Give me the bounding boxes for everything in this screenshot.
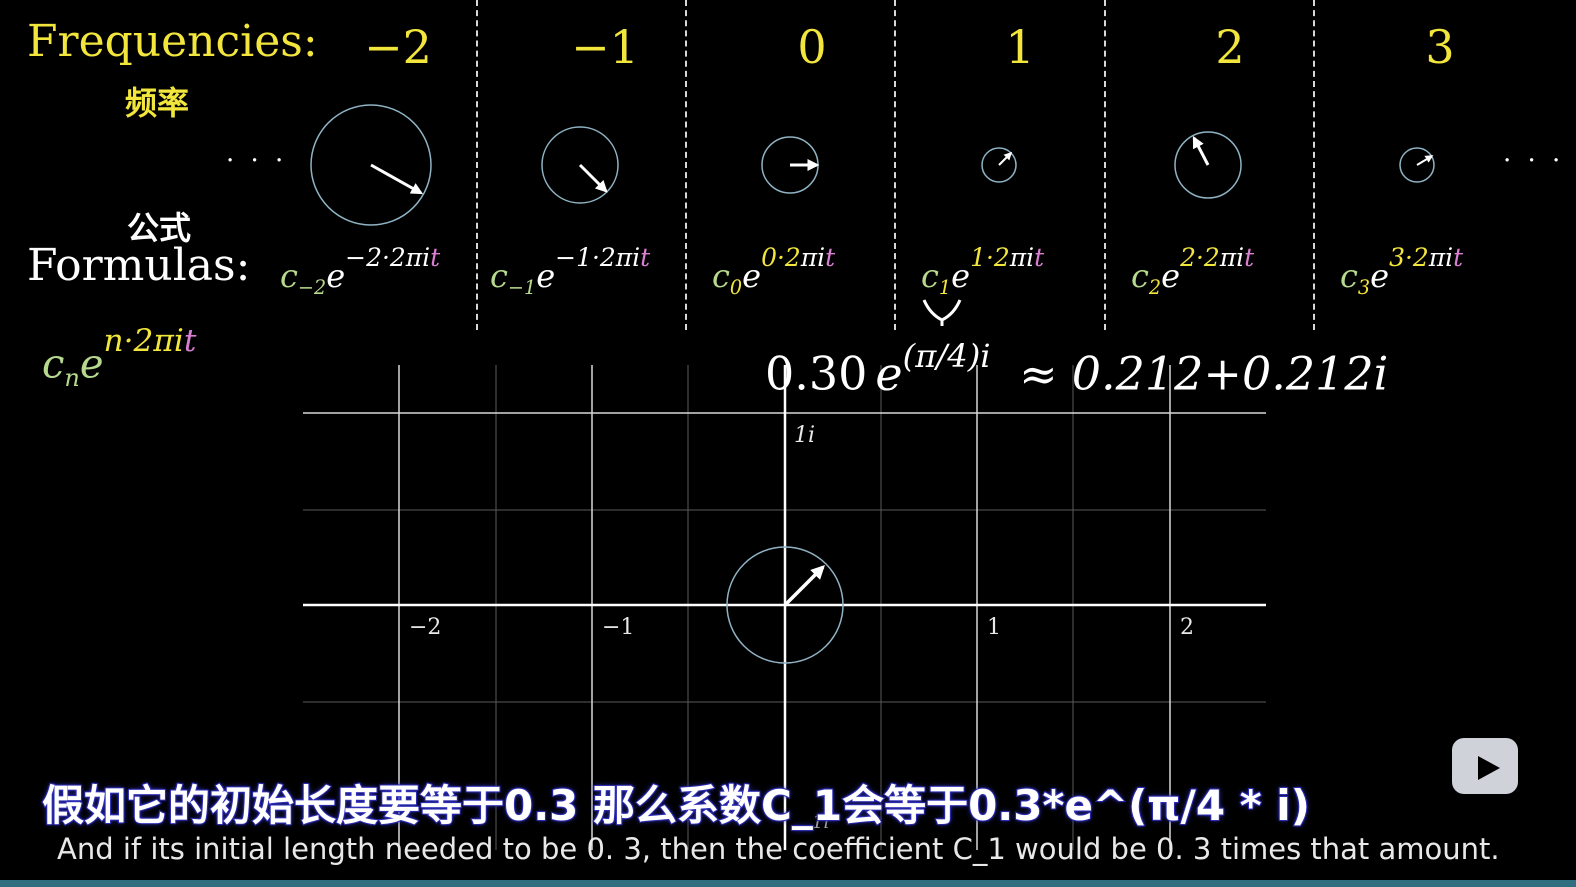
formula-neg2: c−2e−2·2πit [280, 243, 441, 299]
circle-freq-2 [1174, 131, 1242, 199]
circle-freq-neg1 [541, 126, 619, 204]
frequency-neg1: −1 [571, 20, 639, 74]
c1-vector-arrow-icon [783, 565, 825, 607]
tick-1i: 1i [794, 423, 816, 448]
play-icon [1463, 739, 1507, 780]
frequency-1: 1 [1005, 20, 1035, 74]
tick-2: 2 [1180, 615, 1194, 640]
formulas-zh-label: 公式 [127, 209, 192, 247]
formula-2: c2e2·2πit [1131, 243, 1255, 299]
column-divider [1104, 0, 1106, 330]
formula-1: c1e1·2πit [921, 243, 1045, 299]
bilibili-play-button[interactable] [1452, 738, 1518, 794]
general-formula: cnen·2πit [42, 323, 197, 392]
frequency-neg2: −2 [364, 20, 432, 74]
progress-strip [0, 880, 1576, 887]
circle-freq-1 [981, 147, 1017, 183]
subtitle-zh: 假如它的初始长度要等于0.3 那么系数C_1会等于0.3*e^(π/4 * i) [41, 780, 1311, 831]
circle-freq-0 [761, 136, 820, 194]
right-ellipsis: · · · [1503, 146, 1565, 176]
plane-major-grid [303, 365, 1266, 850]
frequencies-label: Frequencies: [27, 16, 318, 67]
subtitle-en: And if its initial length needed to be 0… [57, 832, 1500, 866]
circle-freq-neg2 [310, 104, 432, 226]
arrow-icon [370, 163, 424, 195]
tick-neg1: −1 [602, 615, 635, 640]
tick-neg1i: 1i [812, 812, 830, 833]
frequency-2: 2 [1215, 20, 1245, 74]
c1-circle [726, 546, 844, 664]
frequency-3: 3 [1425, 20, 1455, 74]
frequency-0: 0 [797, 20, 827, 74]
complex-plane [303, 365, 1266, 850]
arrow-icon [998, 151, 1013, 166]
left-ellipsis: · · · [226, 146, 288, 176]
frequencies-zh-label: 频率 [125, 84, 190, 122]
circle-freq-3 [1399, 147, 1435, 183]
vector-circles [310, 104, 1435, 226]
tick-1: 1 [987, 615, 1001, 640]
formula-0: c0e0·2πit [712, 243, 836, 299]
arrow-icon [578, 163, 608, 193]
formula-neg1: c−1e−1·2πit [490, 243, 651, 299]
column-divider [685, 0, 687, 330]
arrow-icon [1192, 135, 1210, 166]
column-divider [476, 0, 478, 330]
tick-neg2: −2 [409, 615, 442, 640]
column-divider [1313, 0, 1315, 330]
arrow-icon [1416, 155, 1434, 166]
brace-icon [922, 299, 962, 326]
formula-3: c3e3·2πit [1340, 243, 1464, 299]
column-divider [894, 0, 896, 330]
formulas-label: Formulas: [27, 240, 251, 291]
